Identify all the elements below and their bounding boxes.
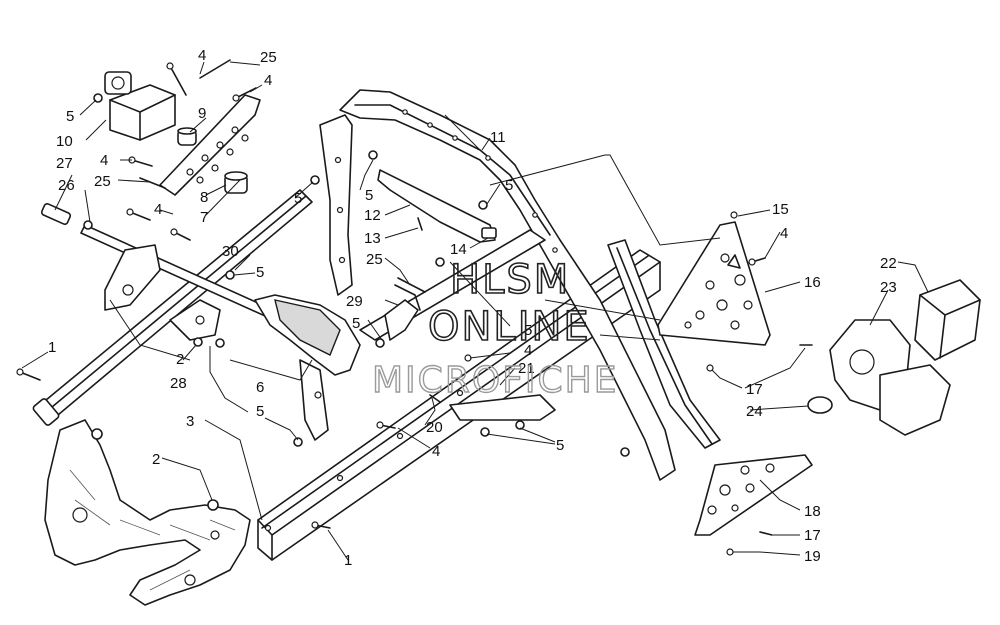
cylinder-part-9 [177,127,197,146]
callout-1: 1 [344,552,352,569]
callout-5: 5 [256,403,264,420]
callout-4: 4 [780,225,788,242]
callout-2: 2 [176,351,184,368]
switch-housing-part-23 [829,319,951,436]
callout-13: 13 [364,230,381,247]
module-part-10 [104,71,176,141]
gusset-plate-part-18 [694,454,813,536]
callout-16: 16 [804,274,821,291]
bracket-part-29 [384,284,421,341]
watermark-line-2: ONLINE [428,304,591,350]
bracket-part-28 [169,299,221,341]
callout-5: 5 [352,315,360,332]
fasteners [16,59,813,556]
callout-5: 5 [294,190,302,207]
callout-9: 9 [198,105,206,122]
guard-part-6 [254,294,361,441]
callout-5: 5 [556,437,564,454]
callout-5: 5 [256,264,264,281]
watermark-line-1: HLSM [450,257,570,303]
callout-3: 3 [186,413,194,430]
frame-rail-part-3 [257,249,661,561]
rail-part-21 [607,239,721,449]
callout-numbers: 1 1 2 2 3 4 4 4 4 4 4 4 5 5 5 5 5 5 5 5 … [48,47,897,569]
callout-4: 4 [100,152,108,169]
callout-1: 1 [48,339,56,356]
callout-24: 24 [746,403,763,420]
callout-20: 20 [426,419,443,436]
callout-22: 22 [880,255,897,272]
callout-5: 5 [524,322,532,339]
watermark-line-3: MICROFICHE [372,360,618,401]
hoop-left-post [319,114,353,296]
callout-17: 17 [746,381,763,398]
callout-4: 4 [198,47,206,64]
callout-18: 18 [804,503,821,520]
callout-25: 25 [366,251,383,268]
callout-5: 5 [505,177,513,194]
callout-2: 2 [152,451,160,468]
callout-6: 6 [256,379,264,396]
callout-17: 17 [804,527,821,544]
callout-4: 4 [264,72,272,89]
callout-25: 25 [94,173,111,190]
callout-4: 4 [432,443,440,460]
callout-4: 4 [524,342,532,359]
gusset-plate-part-16 [657,221,771,346]
callout-12: 12 [364,207,381,224]
watermark: HLSM ONLINE MICROFICHE [371,256,618,402]
leader-lines [21,61,929,561]
callout-4: 4 [154,201,162,218]
callout-7: 7 [200,209,208,226]
bracket-part-20 [449,394,556,421]
callout-23: 23 [880,279,897,296]
callout-5: 5 [66,108,74,125]
callout-5: 5 [365,187,373,204]
callout-26: 26 [58,177,75,194]
callout-11: 11 [490,129,506,146]
callout-19: 19 [804,548,821,565]
callout-29: 29 [346,293,363,310]
callout-30: 30 [222,243,239,260]
callout-15: 15 [772,201,789,218]
lower-frame-casting [44,419,251,606]
cross-tube-part-1 [32,189,313,426]
callout-28: 28 [170,375,187,392]
upper-hoop-part-11 [339,89,676,481]
ring-part-24 [807,396,833,414]
bracket-part-12 [377,169,497,243]
callout-25: 25 [260,49,277,66]
callout-14: 14 [450,241,467,258]
callout-10: 10 [56,133,73,150]
callout-8: 8 [200,189,208,206]
callout-27: 27 [56,155,73,172]
plate-part-7 [159,94,261,196]
module-part-22 [914,279,981,361]
left-bracket [104,244,161,311]
cylinder-part-8 [224,171,248,194]
callout-21: 21 [518,360,535,377]
